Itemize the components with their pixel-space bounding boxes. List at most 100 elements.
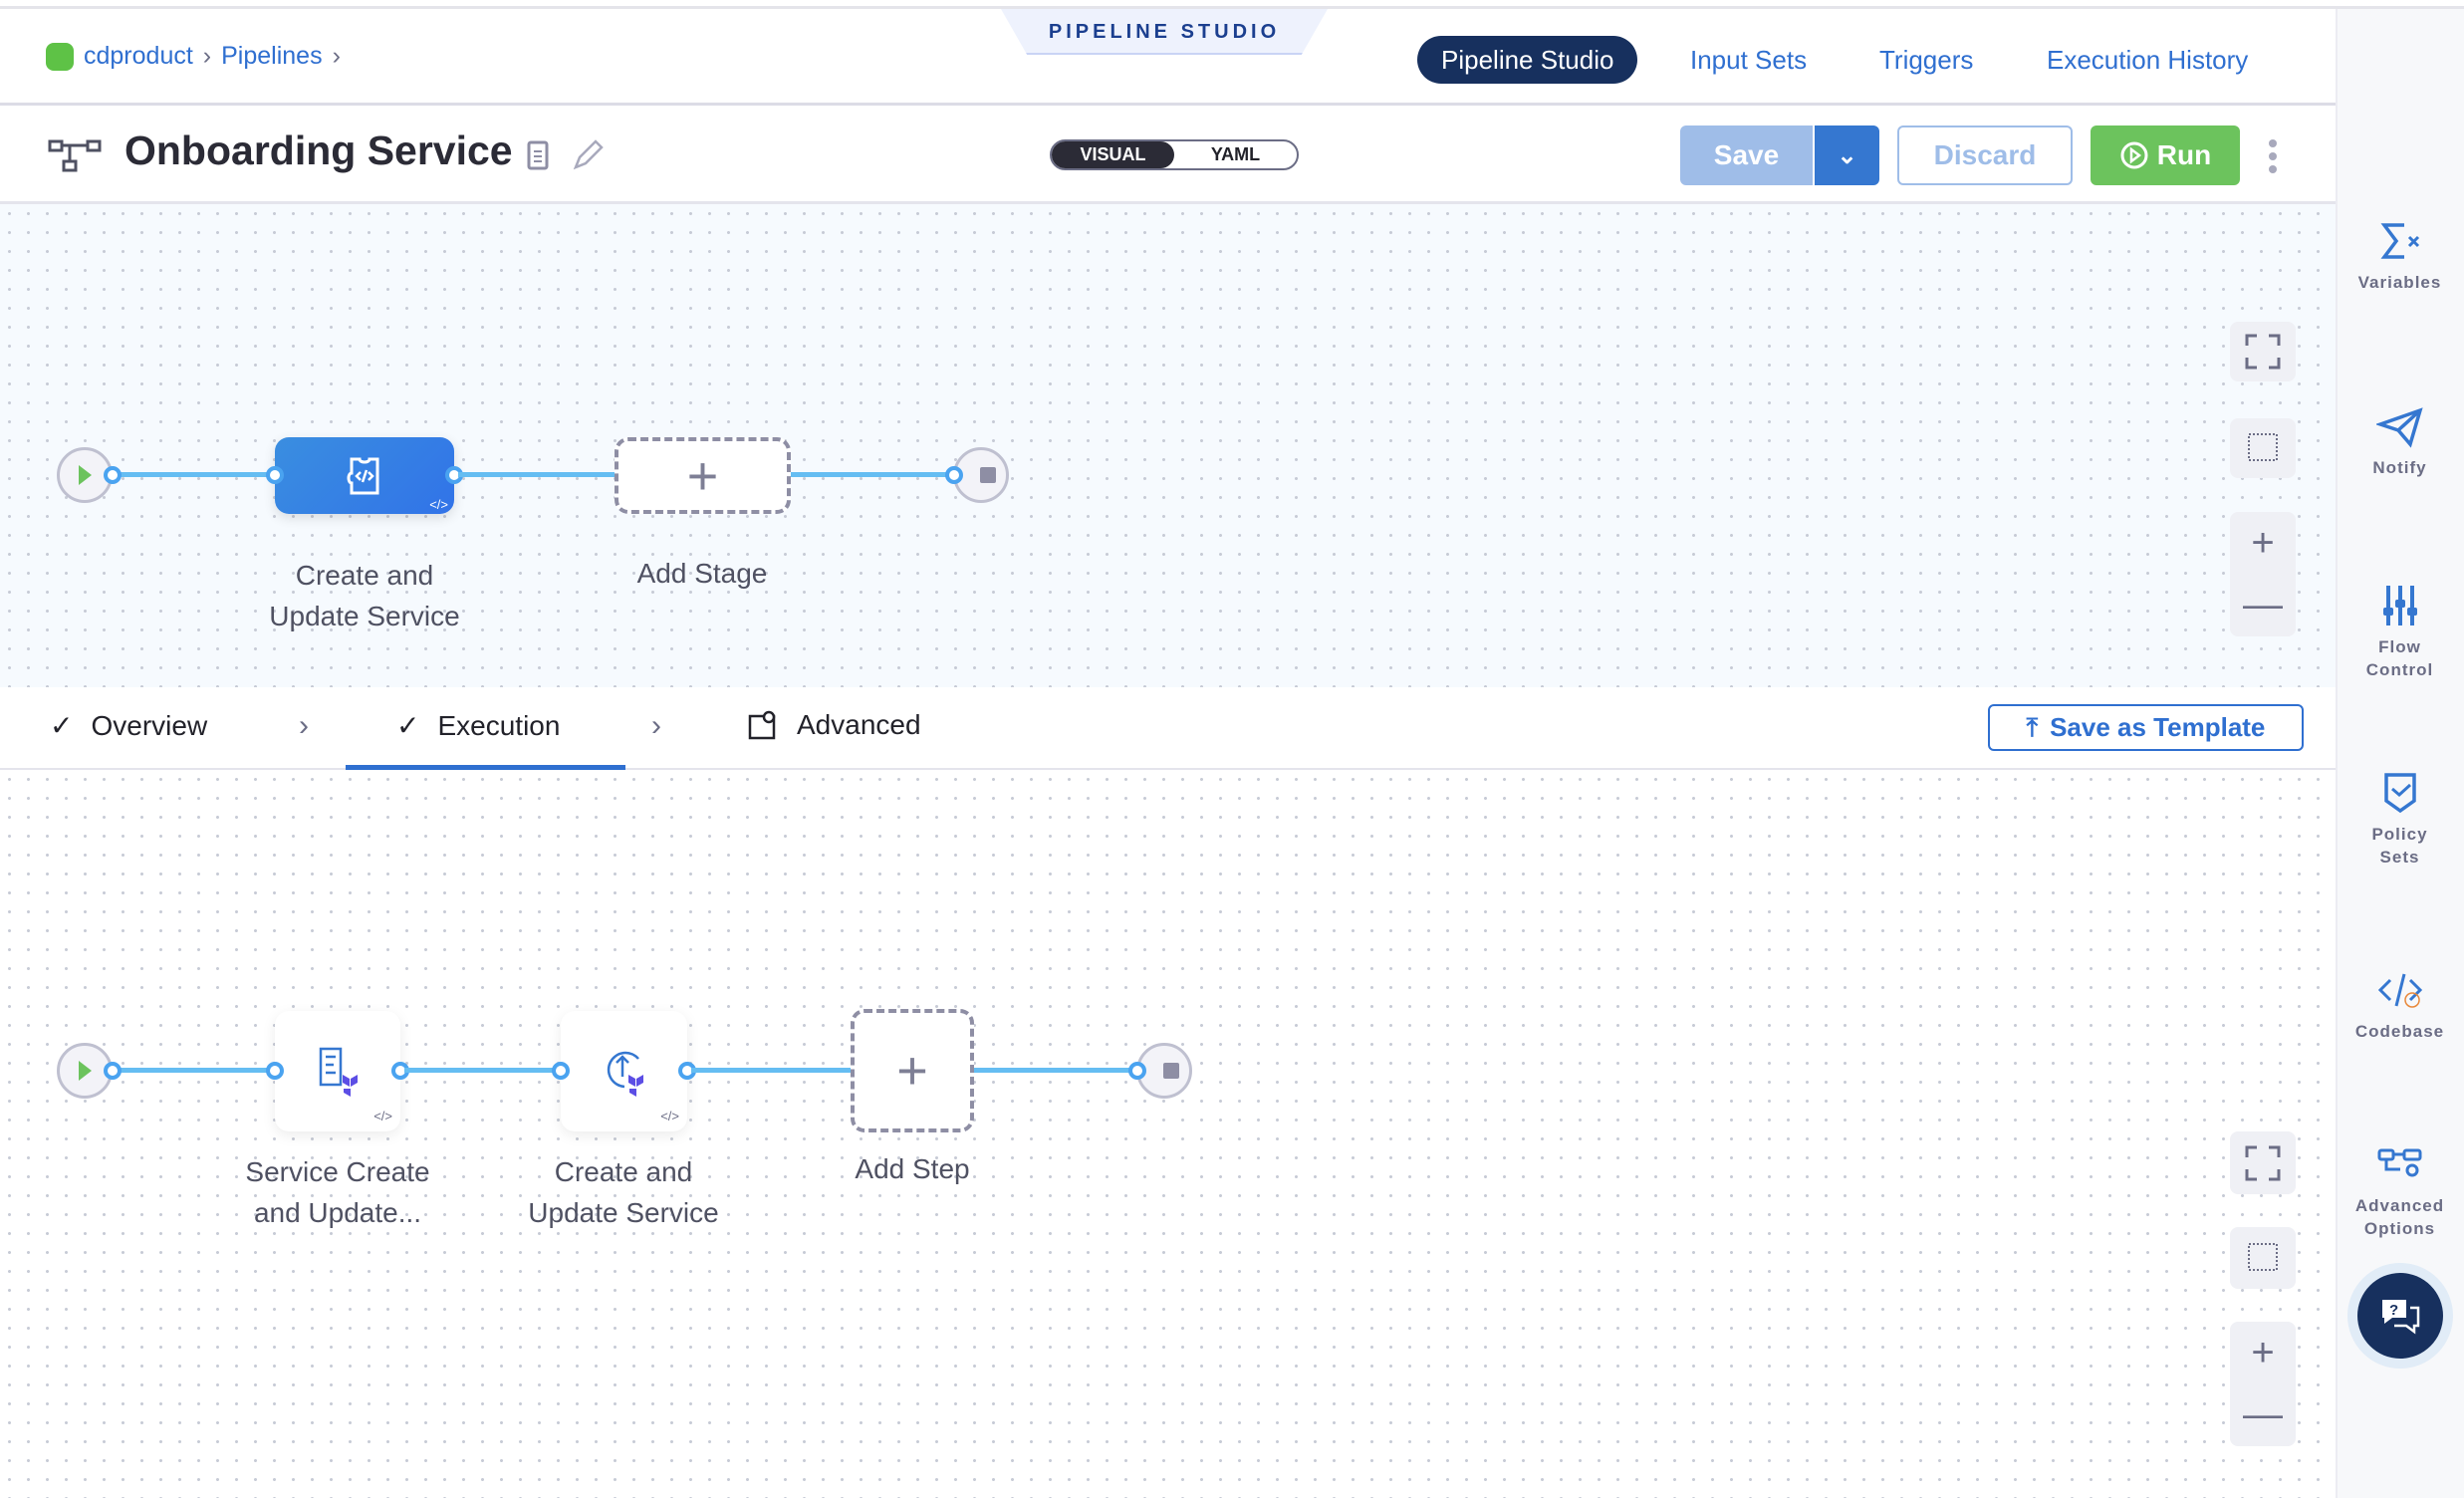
save-dropdown-chevron-icon[interactable]: ⌄ xyxy=(1813,125,1879,185)
sidebar-item-variables[interactable]: Variables xyxy=(2336,217,2464,294)
description-icon[interactable] xyxy=(526,139,550,171)
window-top-border xyxy=(0,0,2464,9)
save-as-template-button[interactable]: ⤒Save as Template xyxy=(1988,704,2304,751)
project-logo-icon xyxy=(46,42,74,71)
tab-overview[interactable]: ✓ Overview xyxy=(50,709,207,742)
port xyxy=(266,1062,284,1080)
discard-button[interactable]: Discard xyxy=(1897,125,2073,185)
zoom-out-icon[interactable]: — xyxy=(2243,1392,2283,1437)
toggle-yaml[interactable]: YAML xyxy=(1210,144,1261,164)
stop-icon xyxy=(1163,1063,1179,1079)
connector xyxy=(691,1068,853,1073)
tab-advanced[interactable]: Advanced xyxy=(747,709,921,741)
sidebar-item-notify[interactable]: Notify xyxy=(2336,402,2464,479)
add-stage-label: Add Stage xyxy=(636,558,768,589)
connector xyxy=(458,472,617,477)
more-options-icon[interactable] xyxy=(2265,137,2281,177)
select-area-button[interactable] xyxy=(2230,1227,2296,1289)
port xyxy=(266,466,284,484)
save-as-template-label: Save as Template xyxy=(2050,712,2266,742)
breadcrumb-project[interactable]: cdproduct xyxy=(84,42,193,70)
nav-input-sets[interactable]: Input Sets xyxy=(1690,45,1808,75)
save-button[interactable]: Save xyxy=(1680,125,1813,185)
fullscreen-icon xyxy=(2245,334,2281,370)
connector xyxy=(113,472,280,477)
connector xyxy=(974,1068,1138,1073)
port xyxy=(104,466,122,484)
chat-help-icon: ? xyxy=(2382,1300,2420,1335)
pipeline-title: Onboarding Service xyxy=(124,127,513,173)
active-tab-underline xyxy=(346,765,625,770)
help-chat-button[interactable]: ? xyxy=(2357,1273,2443,1359)
flow-control-icon xyxy=(2382,586,2417,625)
sidebar-label: Options xyxy=(2363,1219,2436,1238)
connector xyxy=(404,1068,564,1073)
add-step-button[interactable]: + xyxy=(851,1009,974,1132)
port xyxy=(945,466,963,484)
tab-execution[interactable]: ✓ Execution xyxy=(396,709,560,742)
custom-stage-icon xyxy=(347,457,379,495)
port xyxy=(104,1062,122,1080)
plus-icon: + xyxy=(686,445,719,506)
stage-label-line1: Create and xyxy=(295,560,434,591)
plus-icon: + xyxy=(896,1041,928,1101)
stage-tabs-bar xyxy=(0,687,2336,770)
chevron-right-icon: › xyxy=(651,709,661,742)
code-icon: </> xyxy=(429,497,448,512)
zoom-out-icon[interactable]: — xyxy=(2243,583,2283,627)
check-icon: ✓ xyxy=(396,710,420,741)
terraform-plan-icon xyxy=(319,1047,358,1097)
port xyxy=(552,1062,570,1080)
toggle-visual[interactable]: VISUAL xyxy=(1052,141,1174,168)
execution-end-node xyxy=(1136,1043,1192,1099)
zoom-in-icon[interactable]: + xyxy=(2251,1330,2275,1374)
connector xyxy=(113,1068,280,1073)
run-label: Run xyxy=(2156,139,2212,170)
tab-execution-label: Execution xyxy=(437,709,561,741)
add-step-label: Add Step xyxy=(855,1153,970,1184)
zoom-controls: +— xyxy=(2230,512,2296,636)
nav-triggers[interactable]: Triggers xyxy=(1879,45,1974,75)
sidebar-label: Flow xyxy=(2378,637,2421,656)
edit-pencil-icon[interactable] xyxy=(572,137,604,171)
breadcrumb-pipelines[interactable]: Pipelines xyxy=(221,42,323,70)
sidebar-label: Sets xyxy=(2379,848,2420,867)
selection-icon xyxy=(2248,433,2278,461)
nav-execution-history[interactable]: Execution History xyxy=(2047,45,2249,75)
step-label-line2: Update Service xyxy=(528,1197,719,1228)
execution-canvas[interactable] xyxy=(0,770,2336,1498)
connector xyxy=(791,472,955,477)
tab-overview-label: Overview xyxy=(91,709,208,741)
step-label-line1: Service Create xyxy=(245,1156,430,1187)
stage-label-line2: Update Service xyxy=(269,601,460,631)
breadcrumb: cdproduct› Pipelines› xyxy=(46,42,341,71)
policy-sets-icon xyxy=(2383,773,2416,814)
step-node-service-create-and-update[interactable]: </> xyxy=(275,1011,400,1131)
pipeline-studio-label: PIPELINE STUDIO xyxy=(1001,9,1328,55)
select-area-button[interactable] xyxy=(2230,418,2296,478)
run-button[interactable]: Run xyxy=(2091,125,2240,185)
stop-icon xyxy=(980,467,996,483)
fit-to-screen-button[interactable] xyxy=(2230,322,2296,381)
stage-node-create-and-update-service[interactable]: </> xyxy=(275,437,454,514)
nav-pipeline-studio[interactable]: Pipeline Studio xyxy=(1417,36,1638,84)
sidebar-label: Control xyxy=(2365,660,2434,679)
check-icon: ✓ xyxy=(50,710,74,741)
fit-to-screen-button[interactable] xyxy=(2230,1131,2296,1194)
chevron-right-icon: › xyxy=(202,42,212,70)
view-toggle[interactable]: VISUAL YAML xyxy=(1050,139,1299,170)
notify-icon xyxy=(2375,407,2423,448)
sidebar-label: Variables xyxy=(2357,273,2442,292)
add-stage-button[interactable]: + xyxy=(615,437,791,514)
advanced-settings-icon xyxy=(748,710,776,740)
zoom-in-icon[interactable]: + xyxy=(2251,520,2275,565)
code-icon: </> xyxy=(373,1109,392,1124)
terraform-apply-icon xyxy=(607,1051,643,1097)
step-node-create-and-update-service[interactable]: </> xyxy=(561,1011,687,1131)
sidebar-item-codebase[interactable]: Codebase xyxy=(2336,966,2464,1043)
